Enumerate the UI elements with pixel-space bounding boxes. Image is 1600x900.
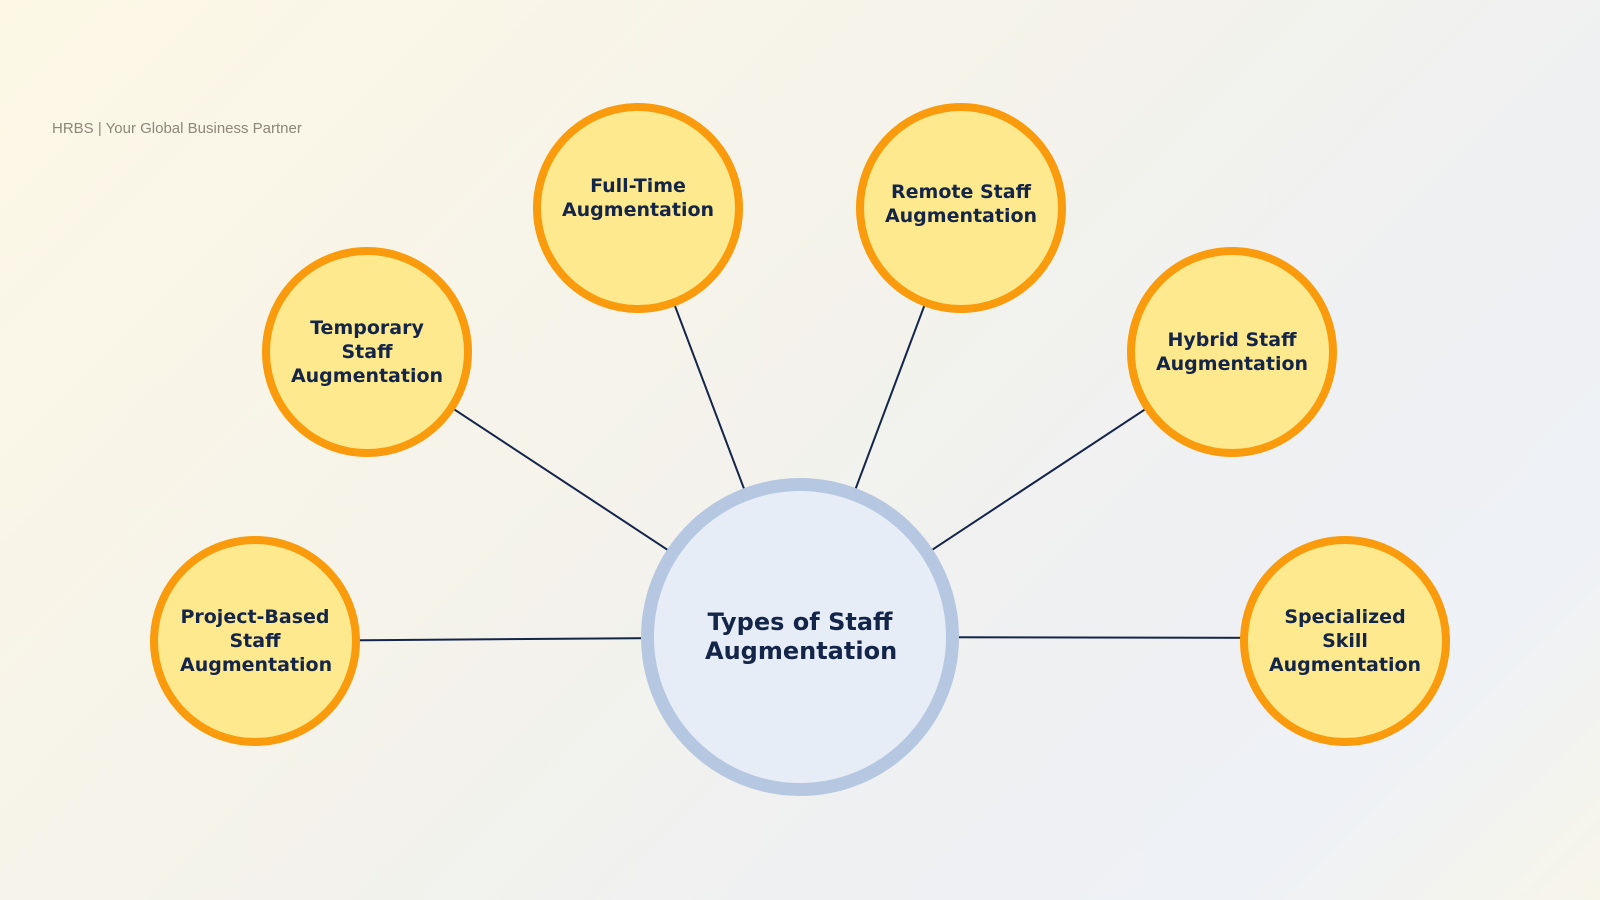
node-label: Project-Based Staff Augmentation (180, 606, 333, 676)
node-specialized: Specialized Skill Augmentation (1240, 536, 1450, 746)
node-label: Temporary Staff Augmentation (290, 317, 444, 387)
center-label: Types of Staff Augmentation (705, 608, 898, 665)
node-hybrid: Hybrid Staff Augmentation (1127, 247, 1337, 457)
node-label: Full-Time Augmentation (561, 175, 715, 221)
brand-tagline: HRBS | Your Global Business Partner (52, 120, 302, 137)
node-label: Hybrid Staff Augmentation (1155, 329, 1309, 375)
node-full-time: Full-Time Augmentation (533, 103, 743, 313)
node-temporary: Temporary Staff Augmentation (262, 247, 472, 457)
node-label: Specialized Skill Augmentation (1268, 606, 1422, 676)
node-project-based: Project-Based Staff Augmentation (150, 536, 360, 746)
node-label: Remote Staff Augmentation (884, 181, 1038, 227)
center-node: Types of Staff Augmentation (641, 478, 959, 796)
node-remote: Remote Staff Augmentation (856, 103, 1066, 313)
